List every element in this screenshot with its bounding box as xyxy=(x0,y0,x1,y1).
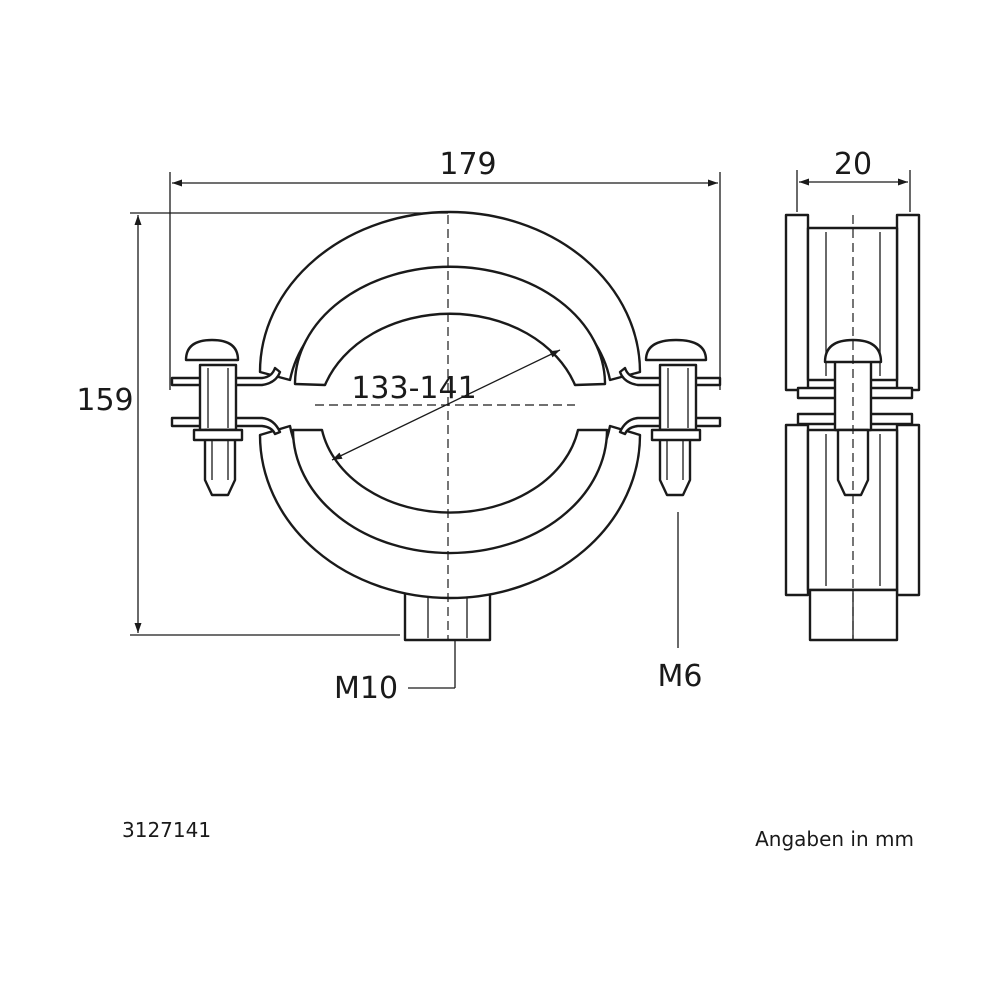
front-view xyxy=(170,210,722,642)
dimension-height xyxy=(130,212,448,636)
upper-clamp xyxy=(258,210,642,387)
dimension-width xyxy=(169,172,721,390)
left-screw xyxy=(184,338,244,497)
diameter-dimension-line xyxy=(331,349,561,461)
right-screw xyxy=(644,338,708,497)
lower-clamp xyxy=(258,424,642,600)
thread-m6-label: M6 xyxy=(658,659,703,694)
width-label: 179 xyxy=(439,147,496,182)
height-label: 159 xyxy=(76,383,133,418)
article-number: 3127141 xyxy=(122,818,211,842)
pipe-range-label: 133-141 xyxy=(351,371,476,406)
unit-note: Angaben in mm xyxy=(755,827,914,851)
side-view xyxy=(784,213,921,642)
dimension-depth xyxy=(796,170,911,212)
depth-label: 20 xyxy=(834,147,872,182)
thread-m10-label: M10 xyxy=(334,671,398,706)
